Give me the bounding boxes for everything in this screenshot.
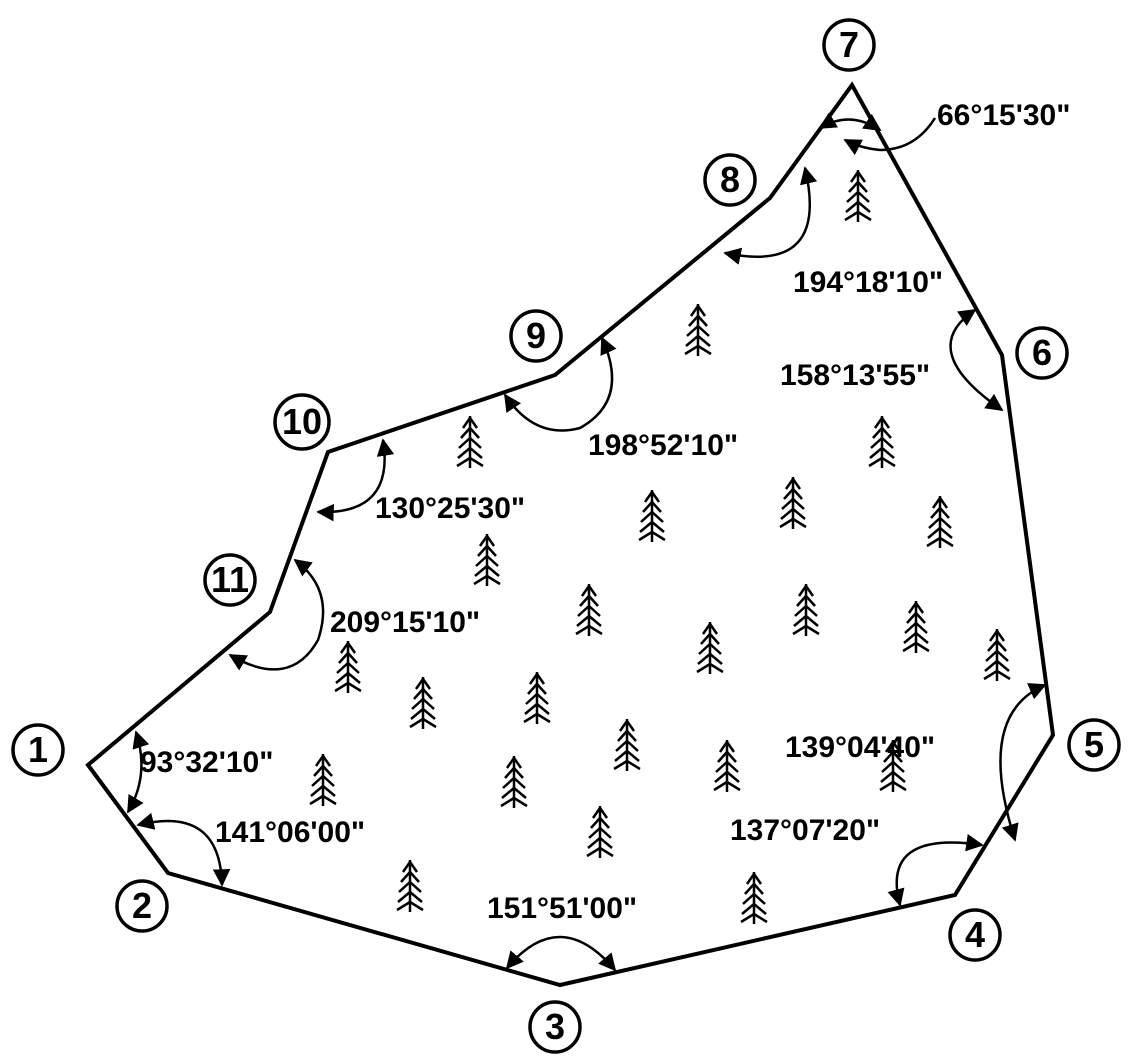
angle-arc-5 <box>999 683 1047 842</box>
angle-arc-11 <box>228 558 325 671</box>
angle-label-10: 130°25'30" <box>375 492 525 525</box>
conifer-tree-icon <box>574 582 604 638</box>
station-label: 2 <box>132 885 152 926</box>
station-label: 6 <box>1032 332 1052 373</box>
conifer-tree-icon <box>637 488 667 544</box>
station-label: 7 <box>839 24 859 65</box>
conifer-tree-icon <box>522 670 552 726</box>
conifer-tree-icon <box>925 494 955 550</box>
angle-arc-8 <box>723 166 818 265</box>
angle-label-8: 194°18'10" <box>793 266 943 299</box>
angle-arc-6 <box>949 308 1004 412</box>
conifer-tree-icon <box>901 599 931 655</box>
station-label: 9 <box>526 315 546 356</box>
angle-arc-1 <box>126 730 150 814</box>
angle-arc-9 <box>503 336 617 432</box>
angle-label-4: 137°07'20" <box>730 814 880 847</box>
station-5: 5 <box>1067 718 1121 772</box>
conifer-tree-icon <box>683 302 713 358</box>
station-3: 3 <box>528 1000 582 1054</box>
conifer-tree-icon <box>695 620 725 676</box>
conifer-tree-icon <box>408 675 438 731</box>
conifer-tree-icon <box>791 582 821 638</box>
angle-label-2: 141°06'00" <box>215 816 365 849</box>
conifer-tree-icon <box>867 414 897 470</box>
conifer-tree-icon <box>333 639 363 695</box>
station-label: 11 <box>211 559 249 600</box>
station-8: 8 <box>703 153 757 207</box>
conifer-tree-icon <box>712 738 742 794</box>
station-label: 1 <box>28 729 48 770</box>
station-2: 2 <box>115 879 169 933</box>
conifer-tree-icon <box>455 414 485 470</box>
angle-arc-7 <box>818 112 882 132</box>
station-label: 10 <box>282 401 322 442</box>
station-7: 7 <box>822 18 876 72</box>
angle-label-5: 139°04'40" <box>785 731 935 764</box>
angle-arc-4 <box>887 834 984 907</box>
station-markers: 1 2 3 4 5 6 7 8 9 10 11 <box>11 18 1121 1054</box>
angle-label-7: 66°15'30" <box>937 99 1070 132</box>
conifer-tree-icon <box>982 627 1012 683</box>
angle-label-6: 158°13'55" <box>780 359 930 392</box>
station-label: 5 <box>1084 724 1104 765</box>
conifer-tree-icon <box>395 858 425 914</box>
angle-7-leader <box>843 117 937 156</box>
station-label: 8 <box>720 159 740 200</box>
station-11: 11 <box>203 553 257 607</box>
angle-arc-2 <box>136 812 231 887</box>
station-9: 9 <box>509 309 563 363</box>
station-label: 3 <box>545 1006 565 1047</box>
angle-arcs <box>126 112 1047 972</box>
conifer-tree-icon <box>499 754 529 810</box>
angle-label-11: 209°15'10" <box>330 606 480 639</box>
station-label: 4 <box>965 914 985 955</box>
angle-label-1: 93°32'10" <box>140 746 273 779</box>
station-1: 1 <box>11 723 65 777</box>
angle-arc-3 <box>505 935 617 972</box>
conifer-tree-icon <box>778 475 808 531</box>
angle-arc-10 <box>316 438 395 522</box>
conifer-tree-icon <box>585 804 615 860</box>
conifer-tree-icon <box>472 532 502 588</box>
angle-labels: 93°32'10" 141°06'00" 151°51'00" 137°07'2… <box>140 99 1070 925</box>
angle-label-9: 198°52'10" <box>588 429 738 462</box>
angle-label-3: 151°51'00" <box>487 892 637 925</box>
conifer-tree-icon <box>739 870 769 926</box>
station-10: 10 <box>273 393 331 451</box>
conifer-tree-icon <box>308 752 338 808</box>
traverse-boundary <box>85 81 1056 988</box>
station-6: 6 <box>1015 326 1069 380</box>
conifer-tree-icon <box>843 168 873 224</box>
conifer-tree-icon <box>612 717 642 773</box>
station-4: 4 <box>948 908 1002 962</box>
